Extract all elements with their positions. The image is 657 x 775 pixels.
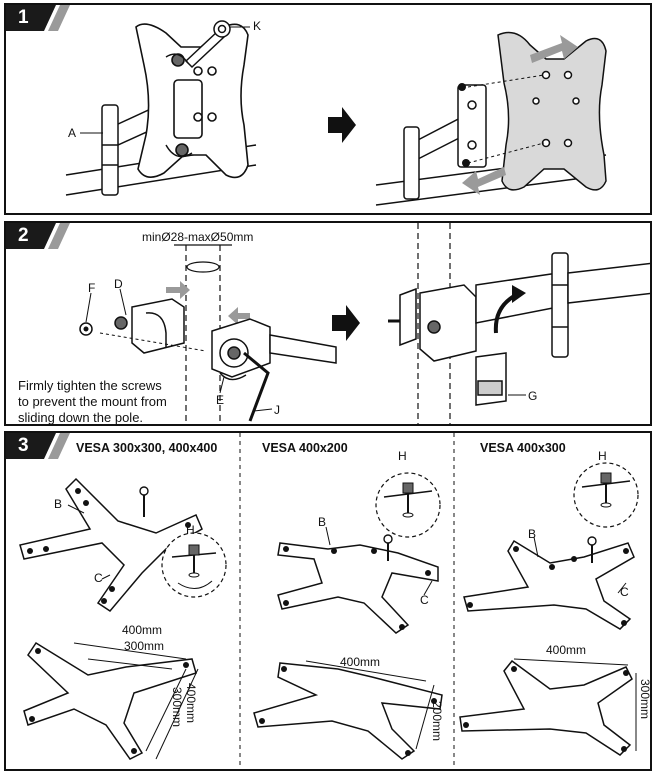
step-1-number: 1 bbox=[18, 7, 29, 28]
step-2-badge: 2 bbox=[6, 223, 76, 249]
step-3-number: 3 bbox=[18, 435, 29, 456]
dim-label-400-3: 400mm bbox=[546, 643, 587, 657]
adapter-arms-300 bbox=[19, 477, 203, 612]
step-1-panel: 1 bbox=[4, 3, 652, 215]
dim-label-400-2: 400mm bbox=[340, 655, 381, 669]
bracket-g bbox=[475, 352, 507, 406]
step-2-illustration bbox=[79, 223, 650, 424]
label-f: F bbox=[88, 281, 96, 295]
dimension-diagram-2 bbox=[253, 662, 443, 760]
step-arrow-icon bbox=[332, 305, 360, 341]
label-b-2: B bbox=[318, 515, 327, 529]
note-line: sliding down the pole. bbox=[18, 410, 144, 425]
note-line: to prevent the mount from bbox=[18, 394, 167, 409]
vesa-title-2: VESA 400x200 bbox=[262, 441, 348, 455]
step-3-badge: 3 bbox=[6, 433, 76, 459]
allen-key-j bbox=[243, 351, 270, 422]
label-h-1: H bbox=[186, 523, 195, 537]
wrench-k bbox=[184, 20, 231, 69]
dim-label-400-1: 400mm bbox=[122, 623, 163, 637]
assembled-mount bbox=[399, 252, 650, 362]
label-e: E bbox=[216, 393, 225, 407]
dimension-diagram-1 bbox=[23, 641, 197, 760]
label-j: J bbox=[274, 403, 280, 417]
step-2-panel: 2 bbox=[4, 221, 652, 426]
dim-label-400-1b: 400mm bbox=[184, 683, 198, 724]
step-3-panel: 3 bbox=[4, 431, 652, 771]
label-c-3: C bbox=[620, 585, 629, 599]
step-3-illustration bbox=[19, 433, 639, 769]
label-d: D bbox=[114, 277, 123, 291]
vesa-title-1: VESA 300x300, 400x400 bbox=[76, 441, 218, 455]
pole-size-label: minØ28-maxØ50mm bbox=[142, 230, 254, 244]
label-g: G bbox=[528, 389, 538, 403]
dim-label-200-2: 200mm bbox=[430, 701, 444, 742]
label-c-1: C bbox=[94, 571, 103, 585]
label-c-2: C bbox=[420, 593, 429, 607]
dim-label-300-1b: 300mm bbox=[170, 687, 184, 728]
vesa-plate-left bbox=[135, 23, 249, 179]
adapter-arms-400x300 bbox=[463, 539, 635, 630]
note-line: Firmly tighten the screws bbox=[18, 378, 162, 393]
vesa-plate-gray bbox=[497, 31, 607, 191]
slide-arrow-up-icon bbox=[530, 35, 578, 63]
adapter-arms-400x200 bbox=[277, 542, 439, 634]
label-a: A bbox=[68, 126, 77, 140]
label-h-2: H bbox=[398, 449, 407, 463]
vesa-title-3: VESA 400x300 bbox=[480, 441, 566, 455]
label-k: K bbox=[253, 19, 262, 33]
label-b-3: B bbox=[528, 527, 537, 541]
step-1-illustration bbox=[65, 20, 607, 206]
label-b-1: B bbox=[54, 497, 63, 511]
direction-arrow-icon-2 bbox=[228, 307, 250, 325]
label-h-3: H bbox=[598, 449, 607, 463]
step-1-badge: 1 bbox=[6, 5, 76, 31]
dim-label-300-3: 300mm bbox=[638, 679, 652, 720]
step-arrow-icon bbox=[328, 107, 356, 143]
step-2-number: 2 bbox=[18, 225, 29, 246]
dimension-diagram-3 bbox=[459, 659, 633, 756]
direction-arrow-icon bbox=[166, 281, 190, 299]
mount-block-e bbox=[211, 318, 337, 378]
slide-arrow-down-icon bbox=[462, 167, 506, 195]
dim-label-300-1: 300mm bbox=[124, 639, 165, 653]
clamp-d bbox=[131, 298, 185, 354]
swing-arm-right bbox=[403, 84, 487, 200]
tighten-note: Firmly tighten the screws to prevent the… bbox=[18, 378, 167, 425]
